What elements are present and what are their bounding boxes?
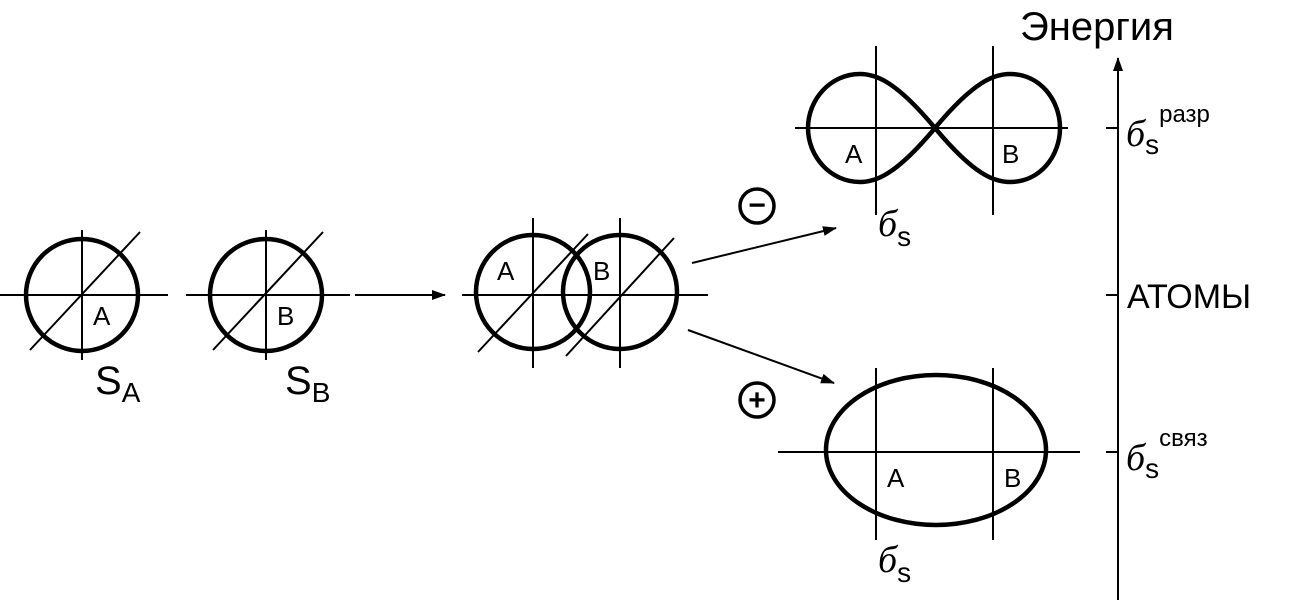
overlap-circle-b (560, 232, 680, 352)
orbital-b-nucleus-label: B (277, 301, 294, 331)
atoms-level-label: АТОМЫ (1127, 278, 1251, 316)
orbital-b-circle (207, 236, 325, 354)
overlapping-orbitals: A B (462, 218, 708, 368)
overlap-label-a: A (497, 256, 515, 286)
antibonding-sigma-label: бs (878, 203, 911, 252)
bonding-label-b: B (1004, 463, 1021, 493)
orbital-a-diagonal (29, 231, 141, 351)
plus-sign-circle (738, 381, 776, 419)
overlap-label-b: B (593, 256, 610, 286)
bonding-arrow (687, 329, 835, 384)
minus-sign-glyph: − (748, 189, 766, 222)
bonding-label-a: A (887, 463, 905, 493)
atomic-orbital-b: B SB (186, 230, 350, 408)
orbital-a-name: SA (95, 359, 141, 408)
orbital-a-nucleus-label: A (93, 301, 111, 331)
plus-sign-symbol: + (738, 381, 776, 419)
atomic-orbital-a: A SA (0, 230, 168, 408)
bonding-orbital: A B бs (778, 368, 1080, 588)
antibonding-orbital: A B бs (795, 46, 1068, 252)
antibonding-arrow (691, 226, 837, 264)
antibonding-label-b: B (1002, 139, 1019, 169)
bonding-ellipse (823, 372, 1049, 528)
energy-axis: Энергия бsразр АТОМЫ бsсвяз (1020, 5, 1251, 600)
bonding-level-label: бsсвяз (1126, 425, 1208, 484)
antibonding-label-a: A (845, 139, 863, 169)
bonding-sigma-label: бs (878, 539, 911, 588)
antibonding-lobes (805, 71, 1063, 185)
energy-axis-title: Энергия (1020, 5, 1174, 49)
orbital-b-name: SB (285, 359, 330, 408)
antibonding-level-label: бsразр (1126, 101, 1210, 160)
minus-sign-symbol: − (738, 187, 776, 225)
orbital-a-circle (23, 236, 141, 354)
plus-sign-glyph: + (748, 384, 766, 417)
overlap-diagonal-a (477, 233, 589, 353)
overlap-circle-a (473, 232, 593, 352)
minus-sign-circle (738, 187, 776, 225)
